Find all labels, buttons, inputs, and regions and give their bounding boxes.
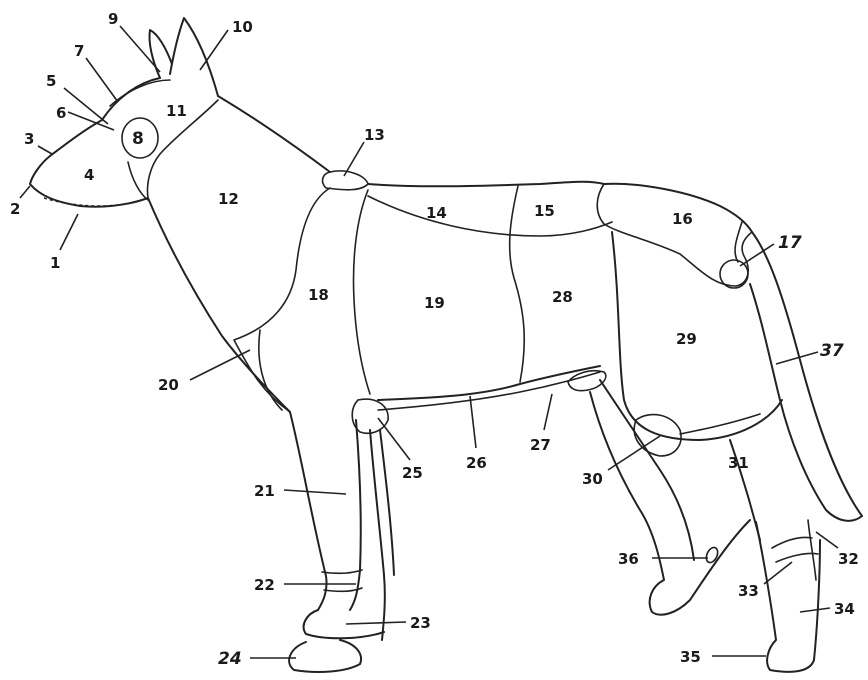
leader-1 [60, 214, 78, 250]
paw-upper [304, 610, 384, 638]
label-16: 16 [672, 210, 693, 228]
label-2: 2 [10, 200, 20, 218]
hock-back [808, 520, 816, 580]
label-25: 25 [402, 464, 423, 482]
label-22: 22 [254, 576, 275, 594]
ear-left [149, 30, 172, 78]
leader-13 [344, 142, 364, 176]
label-19: 19 [424, 294, 445, 312]
hind-leg-far [590, 392, 750, 615]
ear-right [170, 18, 218, 96]
front-leg-a [290, 412, 327, 610]
cheek-divider [128, 162, 148, 200]
leader-33 [764, 562, 792, 584]
label-32: 32 [838, 550, 859, 568]
leader-7 [86, 58, 118, 102]
ribs-front-line [354, 190, 370, 394]
label-36: 36 [618, 550, 639, 568]
label-27: 27 [530, 436, 551, 454]
hock-lower [776, 553, 818, 562]
leader-23 [346, 622, 406, 624]
hind-leg-far-front [600, 380, 694, 560]
hock-upper [772, 537, 812, 548]
leader-2 [20, 186, 30, 198]
label-8: 8 [132, 129, 144, 149]
label-15: 15 [534, 202, 555, 220]
loin-lower-line [368, 196, 612, 236]
label-10: 10 [232, 18, 253, 36]
croup-divider [735, 222, 742, 262]
muzzle-line [30, 120, 148, 207]
label-21: 21 [254, 482, 275, 500]
skull-line [102, 78, 160, 120]
label-34: 34 [834, 600, 855, 618]
label-6: 6 [56, 104, 66, 122]
label-1: 1 [50, 254, 60, 272]
forehead-arc [110, 80, 170, 106]
label-37: 37 [820, 341, 844, 361]
label-13: 13 [364, 126, 385, 144]
label-17: 17 [778, 233, 802, 253]
front-leg-b [370, 430, 385, 640]
upper-arm-line [259, 330, 282, 410]
label-18: 18 [308, 286, 329, 304]
label-5: 5 [46, 72, 56, 90]
leader-21 [284, 490, 346, 494]
croup-line [597, 184, 752, 286]
label-24: 24 [218, 649, 242, 669]
label-4: 4 [84, 166, 94, 184]
label-23: 23 [410, 614, 431, 632]
label-28: 28 [552, 288, 573, 306]
dog-outline [30, 18, 862, 672]
label-3: 3 [24, 130, 34, 148]
leader-3 [38, 146, 52, 154]
label-7: 7 [74, 42, 84, 60]
label-12: 12 [218, 190, 239, 208]
label-33: 33 [738, 582, 759, 600]
label-30: 30 [582, 470, 603, 488]
number-labels: 1 2 3 4 5 6 7 8 9 10 11 12 13 14 15 16 1… [10, 10, 859, 669]
leader-10 [200, 30, 228, 70]
leader-26 [470, 396, 476, 448]
pastern-line-a [322, 570, 362, 573]
tail-bottom [750, 284, 862, 521]
belly-line [378, 366, 600, 400]
loin-divider [510, 186, 525, 382]
label-31: 31 [728, 454, 749, 472]
label-29: 29 [676, 330, 697, 348]
paw-lower [289, 640, 361, 672]
label-9: 9 [108, 10, 118, 28]
tail-top [752, 232, 862, 516]
label-14: 14 [426, 204, 447, 222]
region-lines [44, 80, 818, 591]
leader-27 [544, 394, 552, 430]
front-leg-a-back [350, 420, 361, 610]
thigh-lower [680, 414, 760, 434]
leader-34 [800, 608, 830, 612]
back-line [368, 182, 604, 187]
dewclaw [704, 546, 720, 565]
leader-20 [190, 350, 250, 380]
label-35: 35 [680, 648, 701, 666]
leader-37 [776, 352, 818, 364]
label-11: 11 [166, 102, 187, 120]
neck-back-line [218, 96, 330, 172]
label-20: 20 [158, 376, 179, 394]
label-26: 26 [466, 454, 487, 472]
thigh-outline [612, 232, 782, 440]
